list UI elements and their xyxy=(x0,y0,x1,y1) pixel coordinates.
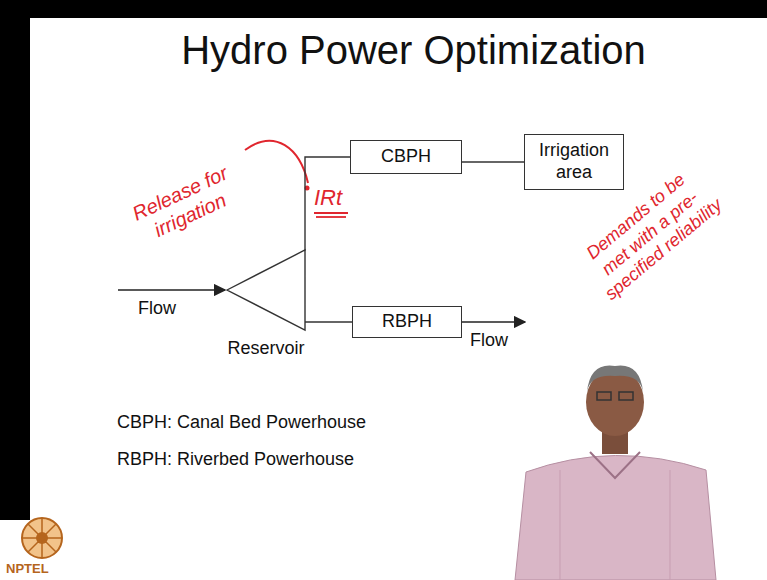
process-box: Irrigation area xyxy=(524,134,624,190)
nptel-logo xyxy=(22,518,62,558)
inflow-arrow xyxy=(118,289,225,290)
abbreviation-note: CBPH: Canal Bed Powerhouse xyxy=(117,412,366,434)
node-text: Reservoir xyxy=(227,338,304,359)
connector-line xyxy=(305,321,352,322)
side-bar xyxy=(0,0,30,520)
node-text: Irrigation area xyxy=(533,140,615,183)
powerhouse-box: RBPH xyxy=(352,306,462,338)
underline xyxy=(314,212,348,214)
connector-line xyxy=(462,161,524,162)
underline xyxy=(316,216,346,218)
top-bar xyxy=(0,0,767,18)
abbreviation-note: RBPH: Riverbed Powerhouse xyxy=(117,449,354,471)
outflow-arrow xyxy=(462,321,525,322)
flow-label: Flow xyxy=(470,330,508,352)
triangle-outline xyxy=(227,250,305,330)
triangle-outline xyxy=(227,250,305,330)
node-text: CBPH xyxy=(381,146,431,168)
annotation-curve xyxy=(245,141,308,183)
reservoir-triangle: Reservoir xyxy=(227,250,305,330)
powerhouse-box: CBPH xyxy=(350,140,462,174)
connector-line xyxy=(305,157,350,251)
presenter-figure xyxy=(515,366,716,580)
logo-text: NPTEL xyxy=(6,561,49,577)
node-text: RBPH xyxy=(382,311,432,333)
handwritten-note: Release for irrigation xyxy=(111,153,258,256)
variable-name: IRt xyxy=(314,185,342,211)
flow-label: Flow xyxy=(138,298,176,320)
slide-title: Hydro Power Optimization xyxy=(60,28,767,73)
